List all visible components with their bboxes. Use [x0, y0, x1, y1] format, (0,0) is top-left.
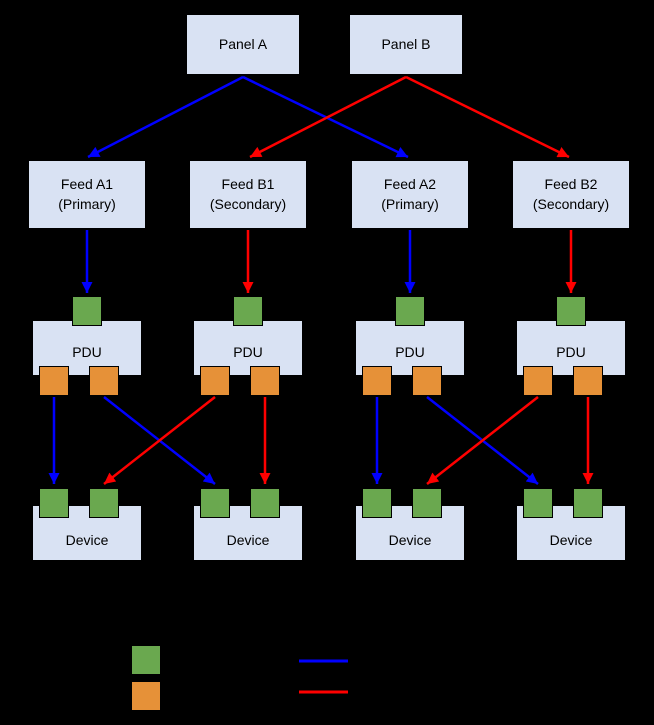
device-4-input-port-right	[573, 488, 603, 518]
pdu-1-input-port	[72, 296, 102, 326]
feed-a1-sublabel: (Primary)	[58, 195, 116, 212]
pdu-2-output-port-right	[250, 366, 280, 396]
feed-a2-sublabel: (Primary)	[381, 195, 439, 212]
pdu-3-output-port-right	[412, 366, 442, 396]
pdu-2-output-port-left	[200, 366, 230, 396]
arrow-panelA-feedA1	[87, 75, 244, 159]
arrow-pdu4-device3	[426, 396, 539, 485]
feed-b2-sublabel: (Secondary)	[532, 195, 610, 212]
device-1-input-port-right	[89, 488, 119, 518]
panel-a-box: Panel A	[186, 14, 300, 75]
pdu-3-output-port-left	[362, 366, 392, 396]
panel-b-box: Panel B	[349, 14, 463, 75]
device-1-label: Device	[65, 532, 109, 549]
arrow-panelB-feedB2	[405, 75, 570, 159]
feed-a1-label: Feed A1	[60, 175, 114, 192]
pdu-1-output-port-left	[39, 366, 69, 396]
pdu-4-label: PDU	[556, 344, 586, 361]
device-3-input-port-right	[412, 488, 442, 518]
feed-a1-box: Feed A1 (Primary)	[28, 160, 146, 229]
panel-a-label: Panel A	[218, 35, 268, 52]
feed-b1-box: Feed B1 (Secondary)	[189, 160, 307, 229]
feed-b2-label: Feed B2	[544, 175, 598, 192]
feed-b1-sublabel: (Secondary)	[209, 195, 287, 212]
device-4-label: Device	[549, 532, 593, 549]
device-4-input-port-left	[523, 488, 553, 518]
pdu-4-output-port-left	[523, 366, 553, 396]
pdu-4-output-port-right	[573, 366, 603, 396]
device-3-label: Device	[388, 532, 432, 549]
pdu-3-label: PDU	[395, 344, 425, 361]
panel-b-label: Panel B	[381, 35, 431, 52]
device-1-input-port-left	[39, 488, 69, 518]
legend-orange-port-swatch	[131, 681, 161, 711]
pdu-1-output-port-right	[89, 366, 119, 396]
arrow-panelB-feedB1	[249, 75, 407, 159]
pdu-2-input-port	[233, 296, 263, 326]
device-2-label: Device	[226, 532, 270, 549]
pdu-3-input-port	[395, 296, 425, 326]
device-2-input-port-right	[250, 488, 280, 518]
feed-b1-label: Feed B1	[221, 175, 275, 192]
feed-a2-box: Feed A2 (Primary)	[351, 160, 469, 229]
pdu-1-label: PDU	[72, 344, 102, 361]
device-2-input-port-left	[200, 488, 230, 518]
pdu-4-input-port	[556, 296, 586, 326]
pdu-2-label: PDU	[233, 344, 263, 361]
legend-green-port-swatch	[131, 645, 161, 675]
feed-a2-label: Feed A2	[383, 175, 437, 192]
feed-b2-box: Feed B2 (Secondary)	[512, 160, 630, 229]
device-3-input-port-left	[362, 488, 392, 518]
arrow-pdu2-device1	[103, 396, 216, 485]
